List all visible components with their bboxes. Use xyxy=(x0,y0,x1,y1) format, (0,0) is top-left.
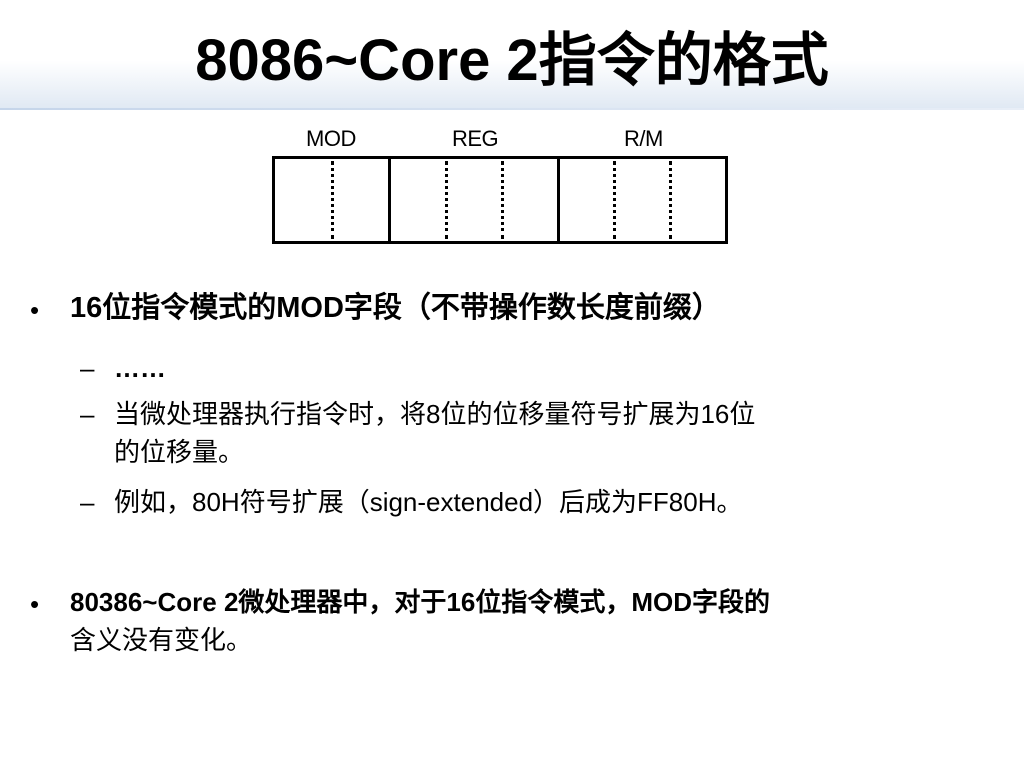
field-box xyxy=(272,156,728,244)
sub-bullet-marker: – xyxy=(80,487,95,517)
title-band xyxy=(0,0,1024,110)
sub-bullet-text-continued: 的位移量。 xyxy=(114,437,245,467)
bit-tick xyxy=(669,161,672,239)
field-divider xyxy=(388,159,391,241)
field-label-reg: REG xyxy=(452,126,499,151)
bit-tick xyxy=(445,161,448,239)
bullet-text: 80386~Core 2微处理器中，对于16位指令模式，MOD字段的 xyxy=(70,587,770,617)
page-title: 8086~Core 2指令的格式 xyxy=(195,28,829,93)
modrm-field-diagram: MOD REG R/M xyxy=(272,122,728,248)
bullet-marker: • xyxy=(30,589,40,619)
sub-bullet-text: 当微处理器执行指令时，将8位的位移量符号扩展为16位 xyxy=(114,399,756,429)
bit-tick xyxy=(331,161,334,239)
sub-bullet-marker: – xyxy=(80,399,95,429)
bit-tick xyxy=(613,161,616,239)
field-label-mod: MOD xyxy=(306,126,356,151)
bullet-marker: • xyxy=(30,295,40,325)
sub-bullet-text: …… xyxy=(114,353,166,383)
sub-bullet-text: 例如，80H符号扩展（sign-extended）后成为FF80H。 xyxy=(114,487,743,517)
bullet-text: 16位指令模式的MOD字段（不带操作数长度前缀） xyxy=(70,292,721,324)
field-divider xyxy=(557,159,560,241)
bullet-text-continued: 含义没有变化。 xyxy=(70,625,253,655)
field-label-rm: R/M xyxy=(624,126,663,151)
bit-tick xyxy=(501,161,504,239)
sub-bullet-marker: – xyxy=(80,353,95,383)
